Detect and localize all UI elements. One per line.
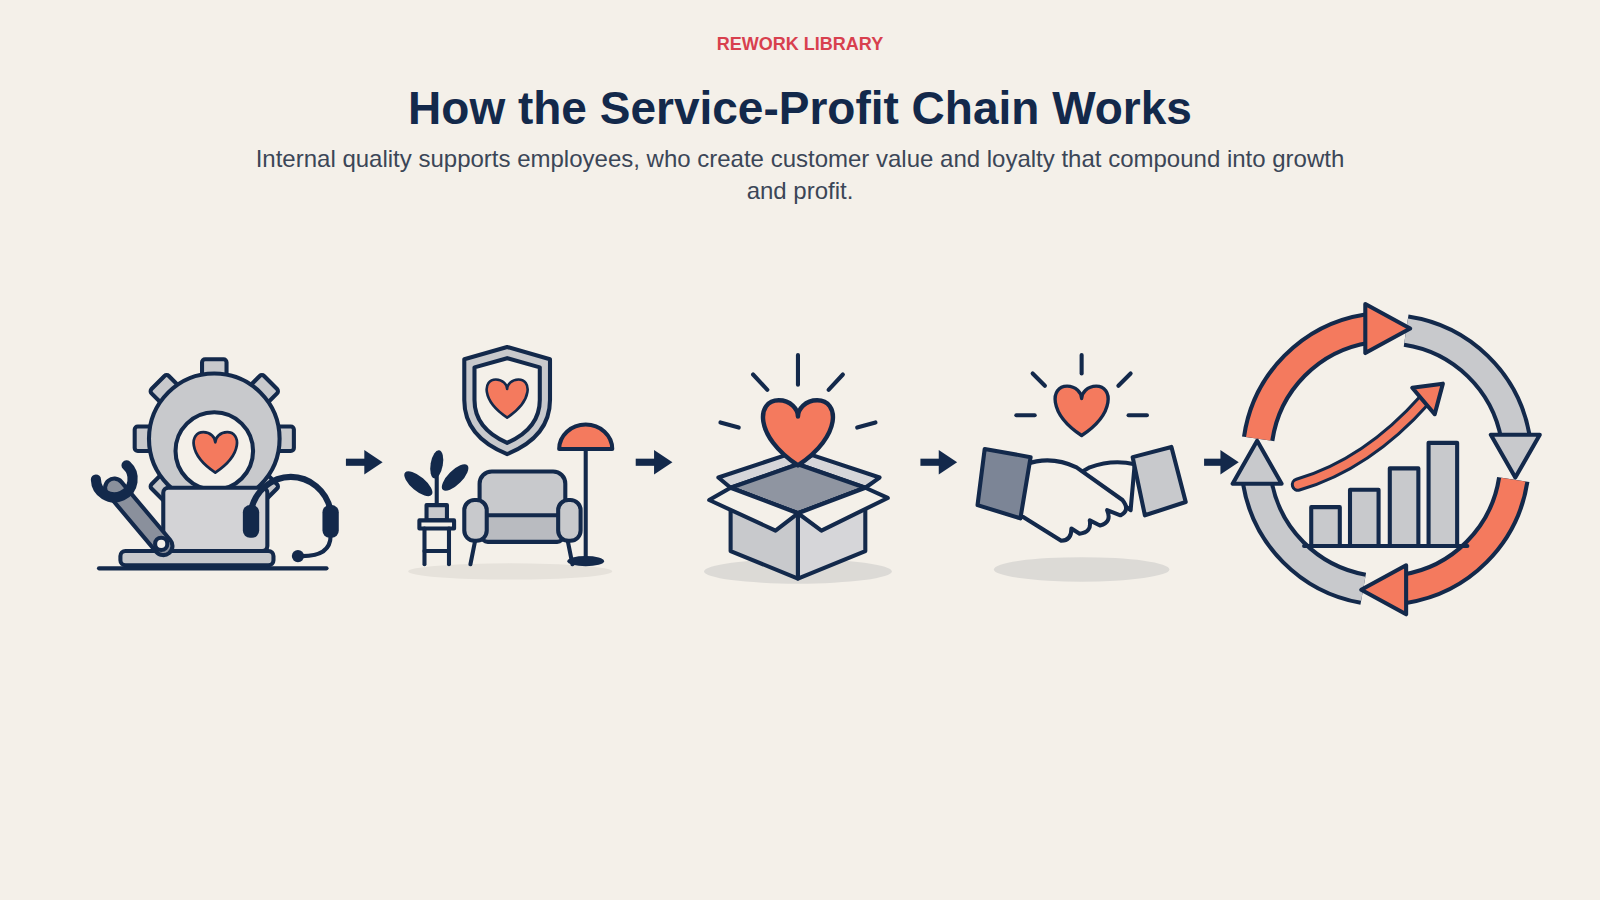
cycle-arc [1406,331,1515,437]
cycle-arc-outline [1258,329,1367,439]
headset-cup [322,505,338,538]
stool-bar [424,549,448,553]
ray-line [1033,373,1045,385]
trend-outline [1298,400,1425,485]
left-hand [1020,460,1126,540]
lamp-shade [559,424,612,448]
plant-leaf [428,449,445,479]
loyalty-icon [978,355,1186,582]
ray-line [1118,373,1130,385]
cycle-arrowhead [1365,304,1410,353]
box-flap [709,488,798,531]
flow-arrowhead [364,450,382,474]
cycle-arc [1257,482,1363,589]
growth-profit-icon [1233,304,1540,614]
ray-line [796,355,800,385]
chair-arm [558,500,580,541]
bar [1311,507,1340,546]
diagram-title: How the Service-Profit Chain Works [0,80,1600,136]
bar [1390,468,1419,546]
ground-line [99,566,327,570]
internal-quality-icon [96,359,339,568]
lamp-base [567,556,604,566]
heart-symbol [487,379,528,417]
wrench-hole [155,538,167,550]
sleeve-cuff [978,449,1031,518]
plant-leaf [438,460,473,495]
shield-inner [474,358,539,443]
wrench-head [96,465,133,497]
lamp-pole [584,449,588,559]
bar [1429,443,1458,546]
customer-value-icon [704,355,892,584]
laptop-screen [163,488,267,551]
cycle-arc-outline [1257,482,1363,589]
cycle-arrowhead [1491,435,1540,478]
stool-leg [447,529,451,565]
ray-line [1080,355,1084,373]
box-flap [798,488,888,531]
flow-arrow [920,459,941,466]
chair-arm [464,500,486,541]
cycle-arrowhead [1233,441,1282,484]
ray-line [829,374,843,389]
chair-seat [482,515,564,542]
gear-hub [176,412,254,490]
cycle-arrowhead [1361,565,1406,614]
laptop-base [120,551,273,565]
flow-arrowhead [654,450,672,474]
bar [1350,490,1379,546]
heart-symbol [194,432,237,472]
heart-symbol [1055,386,1108,435]
ray-line [720,422,738,427]
bar-baseline [1304,544,1467,548]
hand-shadow [994,557,1170,581]
flow-arrow [346,459,367,466]
trend-line [1298,400,1425,485]
shield-outer [464,347,550,454]
headset-mic [302,536,331,556]
sleeve-cuff [1133,447,1186,515]
flow-arrows [346,450,1239,474]
trend-arrowhead [1412,384,1443,415]
headset-cup [243,505,259,538]
flow-arrowhead [939,450,957,474]
gear-body [149,373,280,504]
flow-arrowhead [1220,450,1238,474]
heart-symbol [763,400,833,465]
cycle-arc [1258,329,1367,439]
kicker-label: REWORK LIBRARY [0,33,1600,55]
headset-mic-tip [292,550,304,562]
ray-line [857,422,875,427]
cycle-arc-outline [1406,331,1515,437]
headset-band [251,477,331,510]
diagram-caption: Internal quality supports employees, who… [250,143,1350,207]
ray-line [753,374,767,389]
employee-icon [400,347,612,580]
ray-line [1129,413,1147,417]
ray-line [1016,413,1034,417]
flow-arrow [636,459,657,466]
stool-leg [422,529,426,565]
plant-pot [427,505,447,520]
